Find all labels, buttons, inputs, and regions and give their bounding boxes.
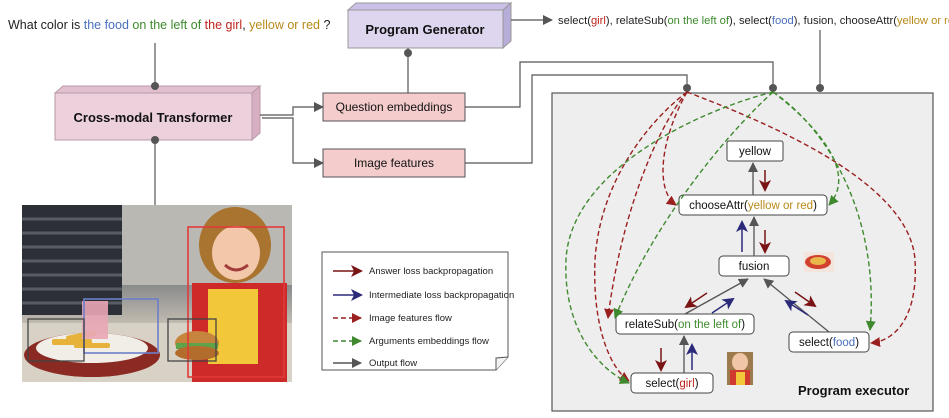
object-detection-box (27, 318, 85, 362)
svg-text:relateSub(on the left of): relateSub(on the left of) (625, 319, 745, 331)
svg-text:Program Generator: Program Generator (365, 22, 484, 37)
program-generator-box: Program Generator (346, 1, 513, 50)
svg-text:select(food): select(food) (799, 337, 859, 349)
legend-output-flow: Output flow (369, 358, 417, 369)
svg-text:fusion: fusion (739, 261, 770, 273)
question-attr: yellow or red (249, 18, 321, 32)
question-girl: the girl (204, 18, 243, 32)
svg-text:Image features: Image features (354, 156, 434, 170)
svg-text:Cross-modal Transformer: Cross-modal Transformer (74, 110, 233, 125)
node-yellow: yellow (726, 140, 784, 162)
svg-text:Question embeddings: Question embeddings (336, 100, 453, 114)
question-food: the food (83, 18, 129, 32)
legend-arguments-embeddings: Arguments embeddings flow (369, 336, 489, 347)
node-fusion: fusion (718, 255, 790, 277)
svg-text:yellow: yellow (739, 146, 772, 158)
svg-text:select(girl): select(girl) (645, 378, 698, 390)
node-select-food: select(food) (788, 331, 870, 353)
program-text: select(girl), relateSub(on the left of),… (558, 15, 949, 27)
legend-intermediate-loss: Intermediate loss backpropagation (369, 290, 514, 301)
input-photo (22, 205, 292, 382)
photo-illustration (22, 205, 292, 382)
fusion-thumbnail (804, 252, 834, 272)
node-choose-attr: chooseAttr(yellow or red) (678, 194, 828, 216)
girl-detection-box (187, 226, 285, 378)
legend-image-features: Image features flow (369, 313, 452, 324)
question-relation: on the left of (128, 18, 205, 32)
node-select-girl: select(girl) (630, 372, 714, 394)
girl-thumbnail (727, 352, 753, 385)
cross-modal-transformer-box: Cross-modal Transformer (53, 84, 262, 142)
question-embeddings-box: Question embeddings (322, 92, 466, 122)
node-relate-sub: relateSub(on the left of) (615, 313, 755, 335)
legend: Answer loss backpropagation Intermediate… (321, 251, 514, 371)
question-text: What color is the food on the left of th… (8, 18, 331, 32)
program-executor-title: Program executor (798, 383, 909, 398)
legend-answer-loss: Answer loss backpropagation (369, 266, 493, 277)
svg-text:chooseAttr(yellow or red): chooseAttr(yellow or red) (689, 200, 817, 212)
burger-detection-box (167, 318, 217, 362)
image-features-box: Image features (322, 148, 466, 178)
